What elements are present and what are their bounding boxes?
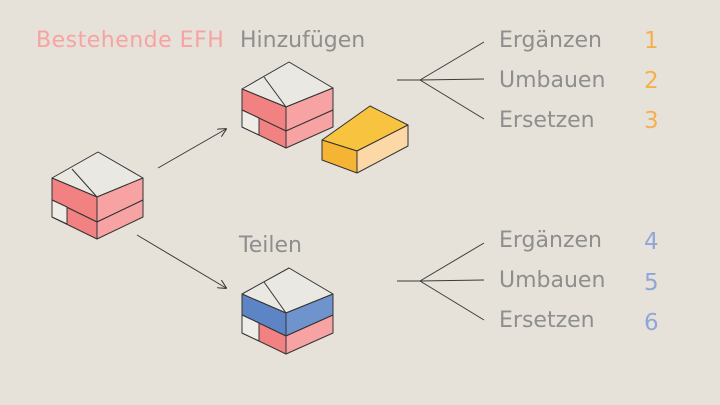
- addition-block-icon: [321, 105, 409, 174]
- split-option-1-label: Ergänzen: [499, 228, 602, 253]
- split-option-2-number: 5: [644, 270, 659, 296]
- add-option-2-label: Umbauen: [499, 68, 606, 93]
- add-option-3-label: Ersetzen: [499, 108, 595, 133]
- arrow-icon: [136, 234, 226, 288]
- house-split-icon: [241, 267, 334, 355]
- existing-house-label: Bestehende EFH: [36, 28, 225, 53]
- split-option-3-number: 6: [644, 310, 659, 336]
- add-option-2-number: 2: [644, 68, 659, 94]
- split-option-1-number: 4: [644, 229, 659, 255]
- branch-lines-split: [397, 242, 485, 321]
- branch-add-title: Hinzufügen: [240, 28, 366, 53]
- arrow-icon: [157, 129, 226, 169]
- split-option-3-label: Ersetzen: [499, 308, 595, 333]
- branch-split-title: Teilen: [239, 233, 302, 258]
- branch-lines-add: [397, 41, 485, 120]
- add-option-3-number: 3: [644, 108, 659, 134]
- house-add-icon: [241, 61, 334, 149]
- add-option-1-label: Ergänzen: [499, 28, 602, 53]
- add-option-1-number: 1: [644, 28, 659, 54]
- split-option-2-label: Umbauen: [499, 268, 606, 293]
- house-existing-icon: [51, 151, 144, 240]
